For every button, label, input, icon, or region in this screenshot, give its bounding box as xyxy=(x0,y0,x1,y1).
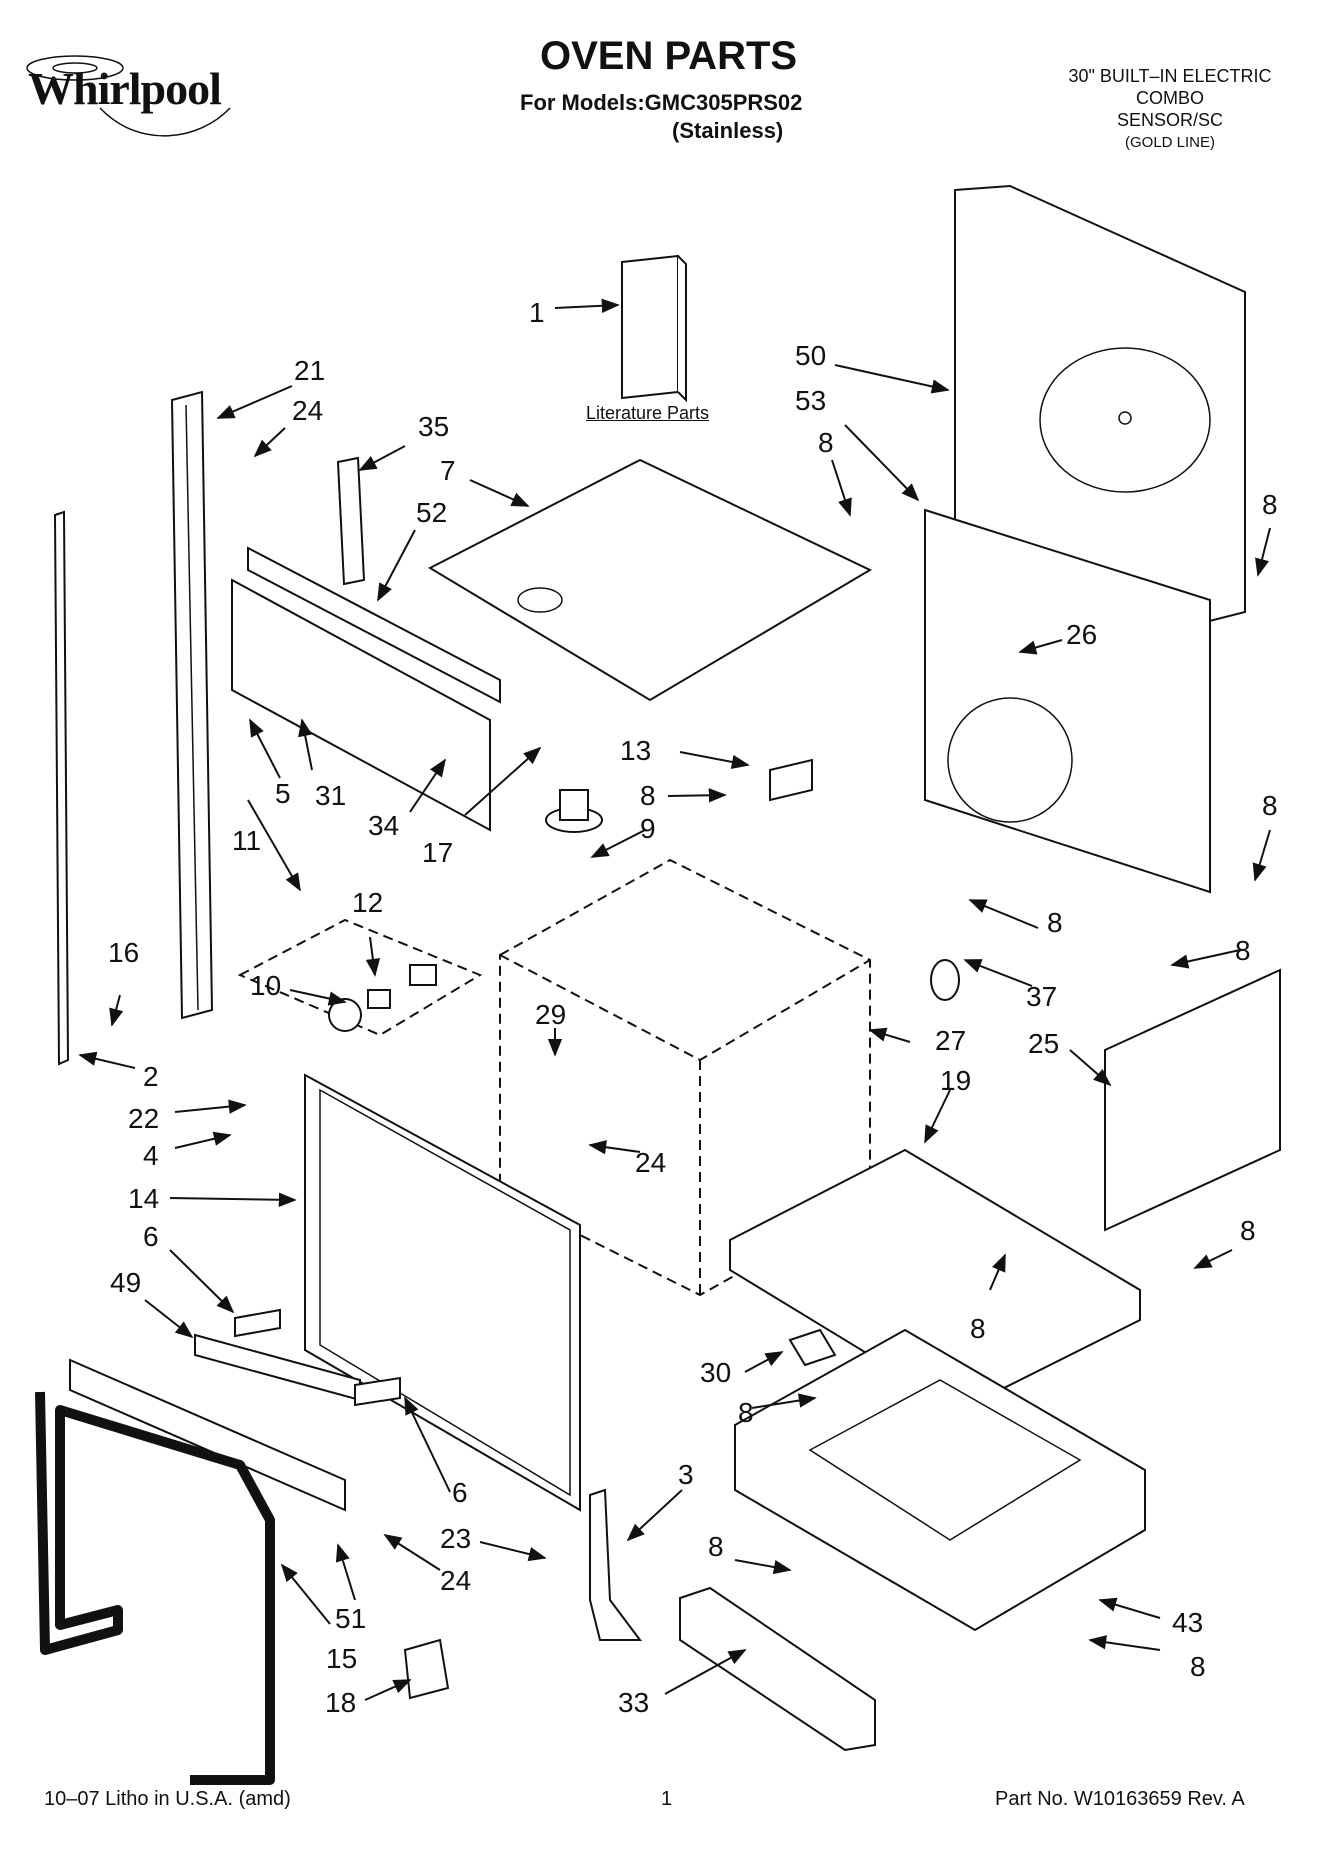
leader-arrows xyxy=(78,298,1271,1701)
callout-8: 8 xyxy=(738,1397,754,1428)
product-line-1: 30" BUILT–IN ELECTRIC xyxy=(1068,66,1272,86)
callout-24: 24 xyxy=(635,1147,666,1178)
callout-8: 8 xyxy=(1262,790,1278,821)
footer-litho: 10–07 Litho in U.S.A. (amd) xyxy=(44,1788,291,1810)
callout-21: 21 xyxy=(294,355,325,386)
callout-30: 30 xyxy=(700,1357,731,1388)
callout-16: 16 xyxy=(108,937,139,968)
page-number: 1 xyxy=(661,1788,673,1810)
callout-12: 12 xyxy=(352,887,383,918)
callout-27: 27 xyxy=(935,1025,966,1056)
callout-8: 8 xyxy=(640,780,656,811)
callout-8: 8 xyxy=(1190,1651,1206,1682)
callout-23: 23 xyxy=(440,1523,471,1554)
callout-1: 1 xyxy=(529,297,545,328)
callout-15: 15 xyxy=(326,1643,357,1674)
callout-51: 51 xyxy=(335,1603,366,1634)
callout-18: 18 xyxy=(325,1687,356,1718)
callout-numbers: 1 50 53 21 24 35 7 52 8 8 26 13 8 5 31 3… xyxy=(108,297,1278,1718)
callout-10: 10 xyxy=(250,970,281,1001)
logo-swoosh-icon xyxy=(26,55,231,137)
callout-2: 2 xyxy=(143,1061,159,1092)
callout-37: 37 xyxy=(1026,981,1057,1012)
callout-6: 6 xyxy=(452,1477,468,1508)
callout-14: 14 xyxy=(128,1183,159,1214)
callout-35: 35 xyxy=(418,411,449,442)
callout-8: 8 xyxy=(1235,935,1251,966)
callout-5: 5 xyxy=(275,778,291,809)
models-line: For Models:GMC305PRS02 xyxy=(520,90,803,115)
callout-8: 8 xyxy=(970,1313,986,1344)
callout-24: 24 xyxy=(292,395,323,426)
callout-7: 7 xyxy=(440,455,456,486)
literature-parts-label: Literature Parts xyxy=(586,403,710,423)
product-line-4: (GOLD LINE) xyxy=(1124,134,1215,151)
callout-43: 43 xyxy=(1172,1607,1203,1638)
callout-4: 4 xyxy=(143,1140,159,1171)
callout-13: 13 xyxy=(620,735,651,766)
callout-34: 34 xyxy=(368,810,399,841)
callout-33: 33 xyxy=(618,1687,649,1718)
callout-17: 17 xyxy=(422,837,453,868)
callout-24: 24 xyxy=(440,1565,471,1596)
callout-3: 3 xyxy=(678,1459,694,1490)
callout-8: 8 xyxy=(818,427,834,458)
page-title: OVEN PARTS xyxy=(540,34,798,78)
part-shapes xyxy=(35,184,1281,1785)
product-line-3: SENSOR/SC xyxy=(1116,110,1224,130)
callout-8: 8 xyxy=(1047,907,1063,938)
part-number: Part No. W10163659 Rev. A xyxy=(995,1788,1245,1810)
product-line-2: COMBO xyxy=(1135,88,1204,108)
callout-8: 8 xyxy=(1240,1215,1256,1246)
callout-53: 53 xyxy=(795,385,826,416)
callout-9: 9 xyxy=(640,813,656,844)
callout-50: 50 xyxy=(795,340,826,371)
finish-line: (Stainless) xyxy=(672,118,784,143)
callout-22: 22 xyxy=(128,1103,159,1134)
callout-52: 52 xyxy=(416,497,447,528)
callout-19: 19 xyxy=(940,1065,971,1096)
callout-25: 25 xyxy=(1028,1028,1059,1059)
callout-8: 8 xyxy=(708,1531,724,1562)
callout-31: 31 xyxy=(315,780,346,811)
callout-11: 11 xyxy=(232,825,261,856)
callout-29: 29 xyxy=(535,999,566,1030)
callout-49: 49 xyxy=(110,1267,141,1298)
callout-6: 6 xyxy=(143,1221,159,1252)
callout-26: 26 xyxy=(1066,619,1097,650)
callout-8: 8 xyxy=(1262,489,1278,520)
